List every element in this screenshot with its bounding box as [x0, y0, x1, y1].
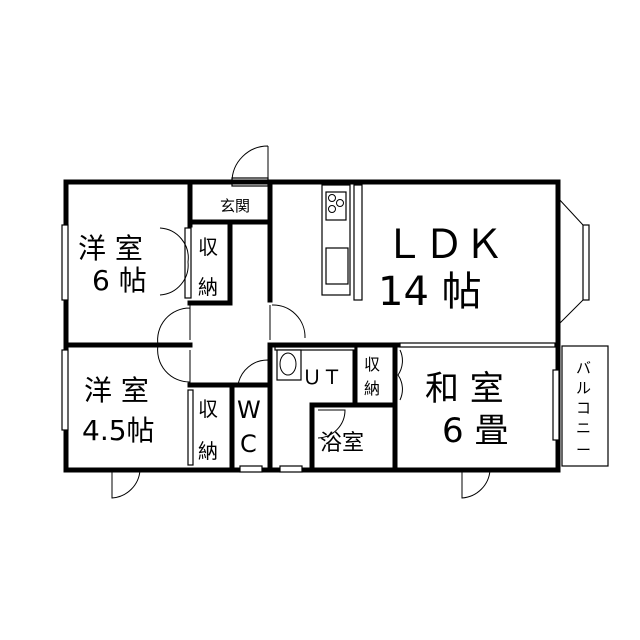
- closet3-label-2: 納: [364, 379, 380, 398]
- balcony-label-4: ニ: [576, 419, 591, 437]
- room-size-ldk: 14 帖: [378, 269, 482, 315]
- room-size-western2: 4.5帖: [82, 414, 155, 447]
- bath-label: 浴室: [320, 431, 364, 456]
- closet1-label-1: 収: [198, 235, 218, 259]
- wc-label-2: C: [240, 430, 257, 458]
- bay-window: [582, 224, 590, 301]
- closet1-label-2: 納: [198, 275, 218, 299]
- room-size-japanese: 6 畳: [442, 411, 508, 451]
- balcony-label-2: ル: [576, 379, 591, 397]
- window: [239, 465, 263, 473]
- doors: [111, 227, 556, 499]
- bay-window-frame: [557, 197, 584, 326]
- window: [279, 465, 303, 473]
- walls: [63, 179, 561, 473]
- window: [61, 224, 69, 301]
- entrance-label: 玄関: [220, 197, 250, 215]
- closet3-label-1: 収: [364, 355, 380, 374]
- window: [552, 369, 560, 441]
- room-name-japanese: 和 室: [425, 369, 504, 409]
- window: [61, 349, 69, 431]
- balcony-label-1: バ: [576, 359, 591, 377]
- room-name-western1: 洋 室: [78, 232, 143, 265]
- balcony-label-3: コ: [576, 399, 591, 417]
- balcony: [561, 345, 609, 467]
- closet2-label-1: 収: [198, 397, 218, 421]
- room-name-western2: 洋 室: [84, 374, 149, 407]
- room-size-western1: 6 帖: [92, 264, 147, 297]
- wc-label-1: W: [237, 396, 261, 424]
- room-name-ldk: ＬＤＫ: [384, 222, 504, 268]
- ut-label: ＵＴ: [302, 365, 342, 389]
- closet2-label-2: 納: [198, 439, 218, 463]
- kitchen-counter: [321, 184, 363, 301]
- balcony-label-5: ー: [576, 441, 591, 459]
